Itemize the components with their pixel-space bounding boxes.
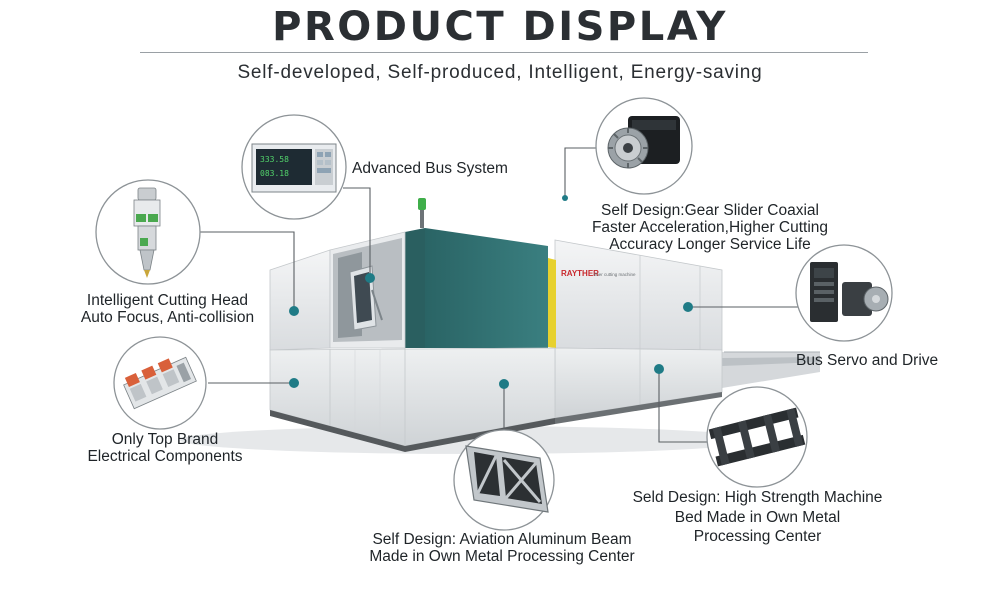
machine-bed-detail-image <box>706 386 808 488</box>
callout-gear-slider: Self Design:Gear Slider Coaxial Faster A… <box>591 202 829 253</box>
brand-logo-text: RAYTHER <box>561 269 599 278</box>
beam-dot <box>499 379 509 389</box>
screen-readout-2: 083.18 <box>260 169 289 178</box>
callout-servo-drive: Bus Servo and Drive <box>796 352 939 369</box>
servo-dot <box>683 302 693 312</box>
laser-cutting-machine: RAYTHER fiber cutting machine <box>180 198 820 454</box>
page-subtitle: Self-developed, Self-produced, Intellige… <box>237 62 763 83</box>
cutting-head-detail-image <box>95 179 201 285</box>
electrical-dot <box>289 378 299 388</box>
bus-system-detail-image: 333.58 083.18 <box>241 114 347 220</box>
gear-dot <box>562 195 568 201</box>
callout-bus-system: Advanced Bus System <box>352 160 508 177</box>
bed-dot <box>654 364 664 374</box>
callout-lines <box>200 147 808 443</box>
callout-dots <box>289 195 693 389</box>
callout-machine-bed: Seld Design: High Strength Machine Bed M… <box>632 489 883 545</box>
bus-system-dot <box>365 273 375 283</box>
cutting-head-dot <box>289 306 299 316</box>
title-divider <box>140 52 868 53</box>
callout-electrical-components: Only Top Brand Electrical Components <box>87 431 243 465</box>
gear-slider-detail-image <box>595 97 693 195</box>
aluminum-beam-detail-image <box>453 429 555 531</box>
servo-drive-detail-image <box>795 244 893 342</box>
page-title: PRODUCT DISPLAY <box>272 4 728 50</box>
callout-cutting-head: Intelligent Cutting Head Auto Focus, Ant… <box>80 292 255 326</box>
electrical-components-detail-image <box>113 336 207 430</box>
screen-readout-1: 333.58 <box>260 155 289 164</box>
callout-aluminum-beam: Self Design: Aviation Aluminum Beam Made… <box>369 531 635 565</box>
model-caption: fiber cutting machine <box>594 272 636 277</box>
